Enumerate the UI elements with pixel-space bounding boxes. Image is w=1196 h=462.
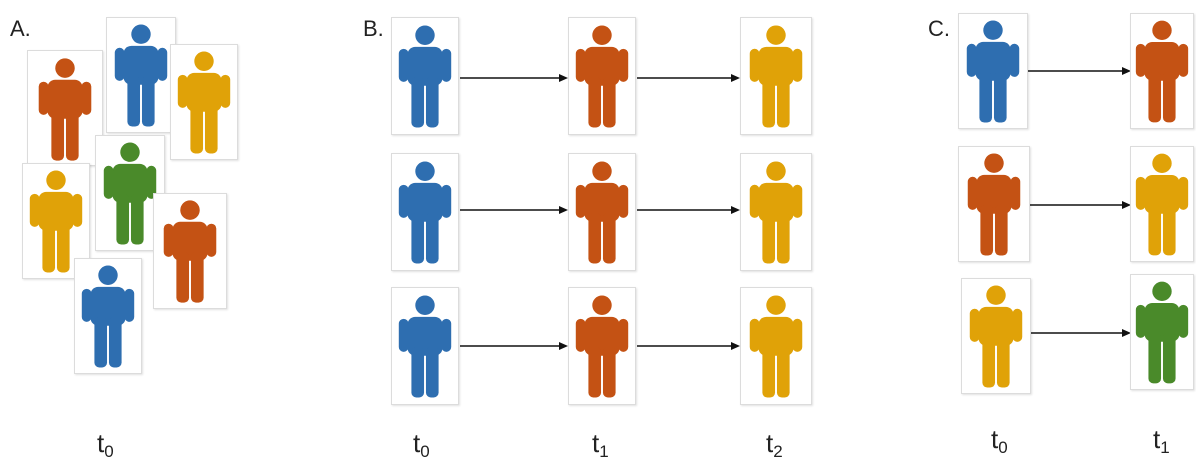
panel-b-row3-t1-person [568,287,636,405]
panel-b-row2-t0-person [391,153,459,271]
person-icon [749,25,803,128]
panel-b-row1-t2-person [740,17,812,135]
panel-b-row3-arrow-1 [460,341,568,351]
person-icon [749,161,803,264]
panel-b-row2-arrow-2 [637,205,740,215]
panel-a-label: A. [10,16,31,41]
person-icon [103,142,157,245]
panel-b-row3-t0-person [391,287,459,405]
panel-c-row2-t1-person [1130,146,1194,262]
panel-b-row1-arrow-1 [460,73,568,83]
panel-b-row2-t1-person [568,153,636,271]
panel-b-t2-label: t2 [766,428,783,461]
person-icon [398,295,452,398]
person-icon [1135,20,1189,123]
panel-c-row2-arrow [1030,200,1131,210]
person-icon [81,265,135,368]
person-icon [575,161,629,264]
person-icon [1135,153,1189,256]
panel-b-row3-arrow-2 [637,341,740,351]
panel-c-t1-label: t1 [1153,424,1170,457]
panel-c-row1-t1-person [1130,13,1194,129]
person-icon [398,25,452,128]
panel-a-person-1 [27,50,103,166]
panel-c-label: C. [928,16,950,41]
person-icon [114,24,168,127]
panel-c-row1-arrow [1028,66,1131,76]
person-icon [38,58,92,161]
panel-b-row3-t2-person [740,287,812,405]
panel-b-row2-arrow-1 [460,205,568,215]
panel-b-row1-t0-person [391,17,459,135]
panel-a-person-2 [106,17,176,133]
panel-c-row2-t0-person [958,146,1030,262]
person-icon [967,153,1021,256]
person-icon [398,161,452,264]
panel-c-row1-t0-person [958,13,1028,129]
panel-a-person-7 [74,258,142,374]
person-icon [575,295,629,398]
panel-b-row2-t2-person [740,153,812,271]
person-icon [1135,281,1189,384]
panel-c-row3-arrow [1031,328,1131,338]
panel-a-person-3 [170,44,238,160]
panel-b-row1-t1-person [568,17,636,135]
panel-a-person-6 [153,193,227,309]
panel-c-t0-label: t0 [991,424,1008,457]
panel-b-t1-label: t1 [592,428,609,461]
person-icon [749,295,803,398]
person-icon [177,51,231,154]
person-icon [163,200,217,303]
panel-c-row3-t0-person [961,278,1031,394]
person-icon [969,285,1023,388]
panel-b-row1-arrow-2 [637,73,740,83]
person-icon [575,25,629,128]
panel-b-t0-label: t0 [413,428,430,461]
panel-b-label: B. [363,16,384,41]
person-icon [966,20,1020,123]
panel-a-time-label: t0 [97,428,114,461]
panel-c-row3-t1-person [1130,274,1194,390]
